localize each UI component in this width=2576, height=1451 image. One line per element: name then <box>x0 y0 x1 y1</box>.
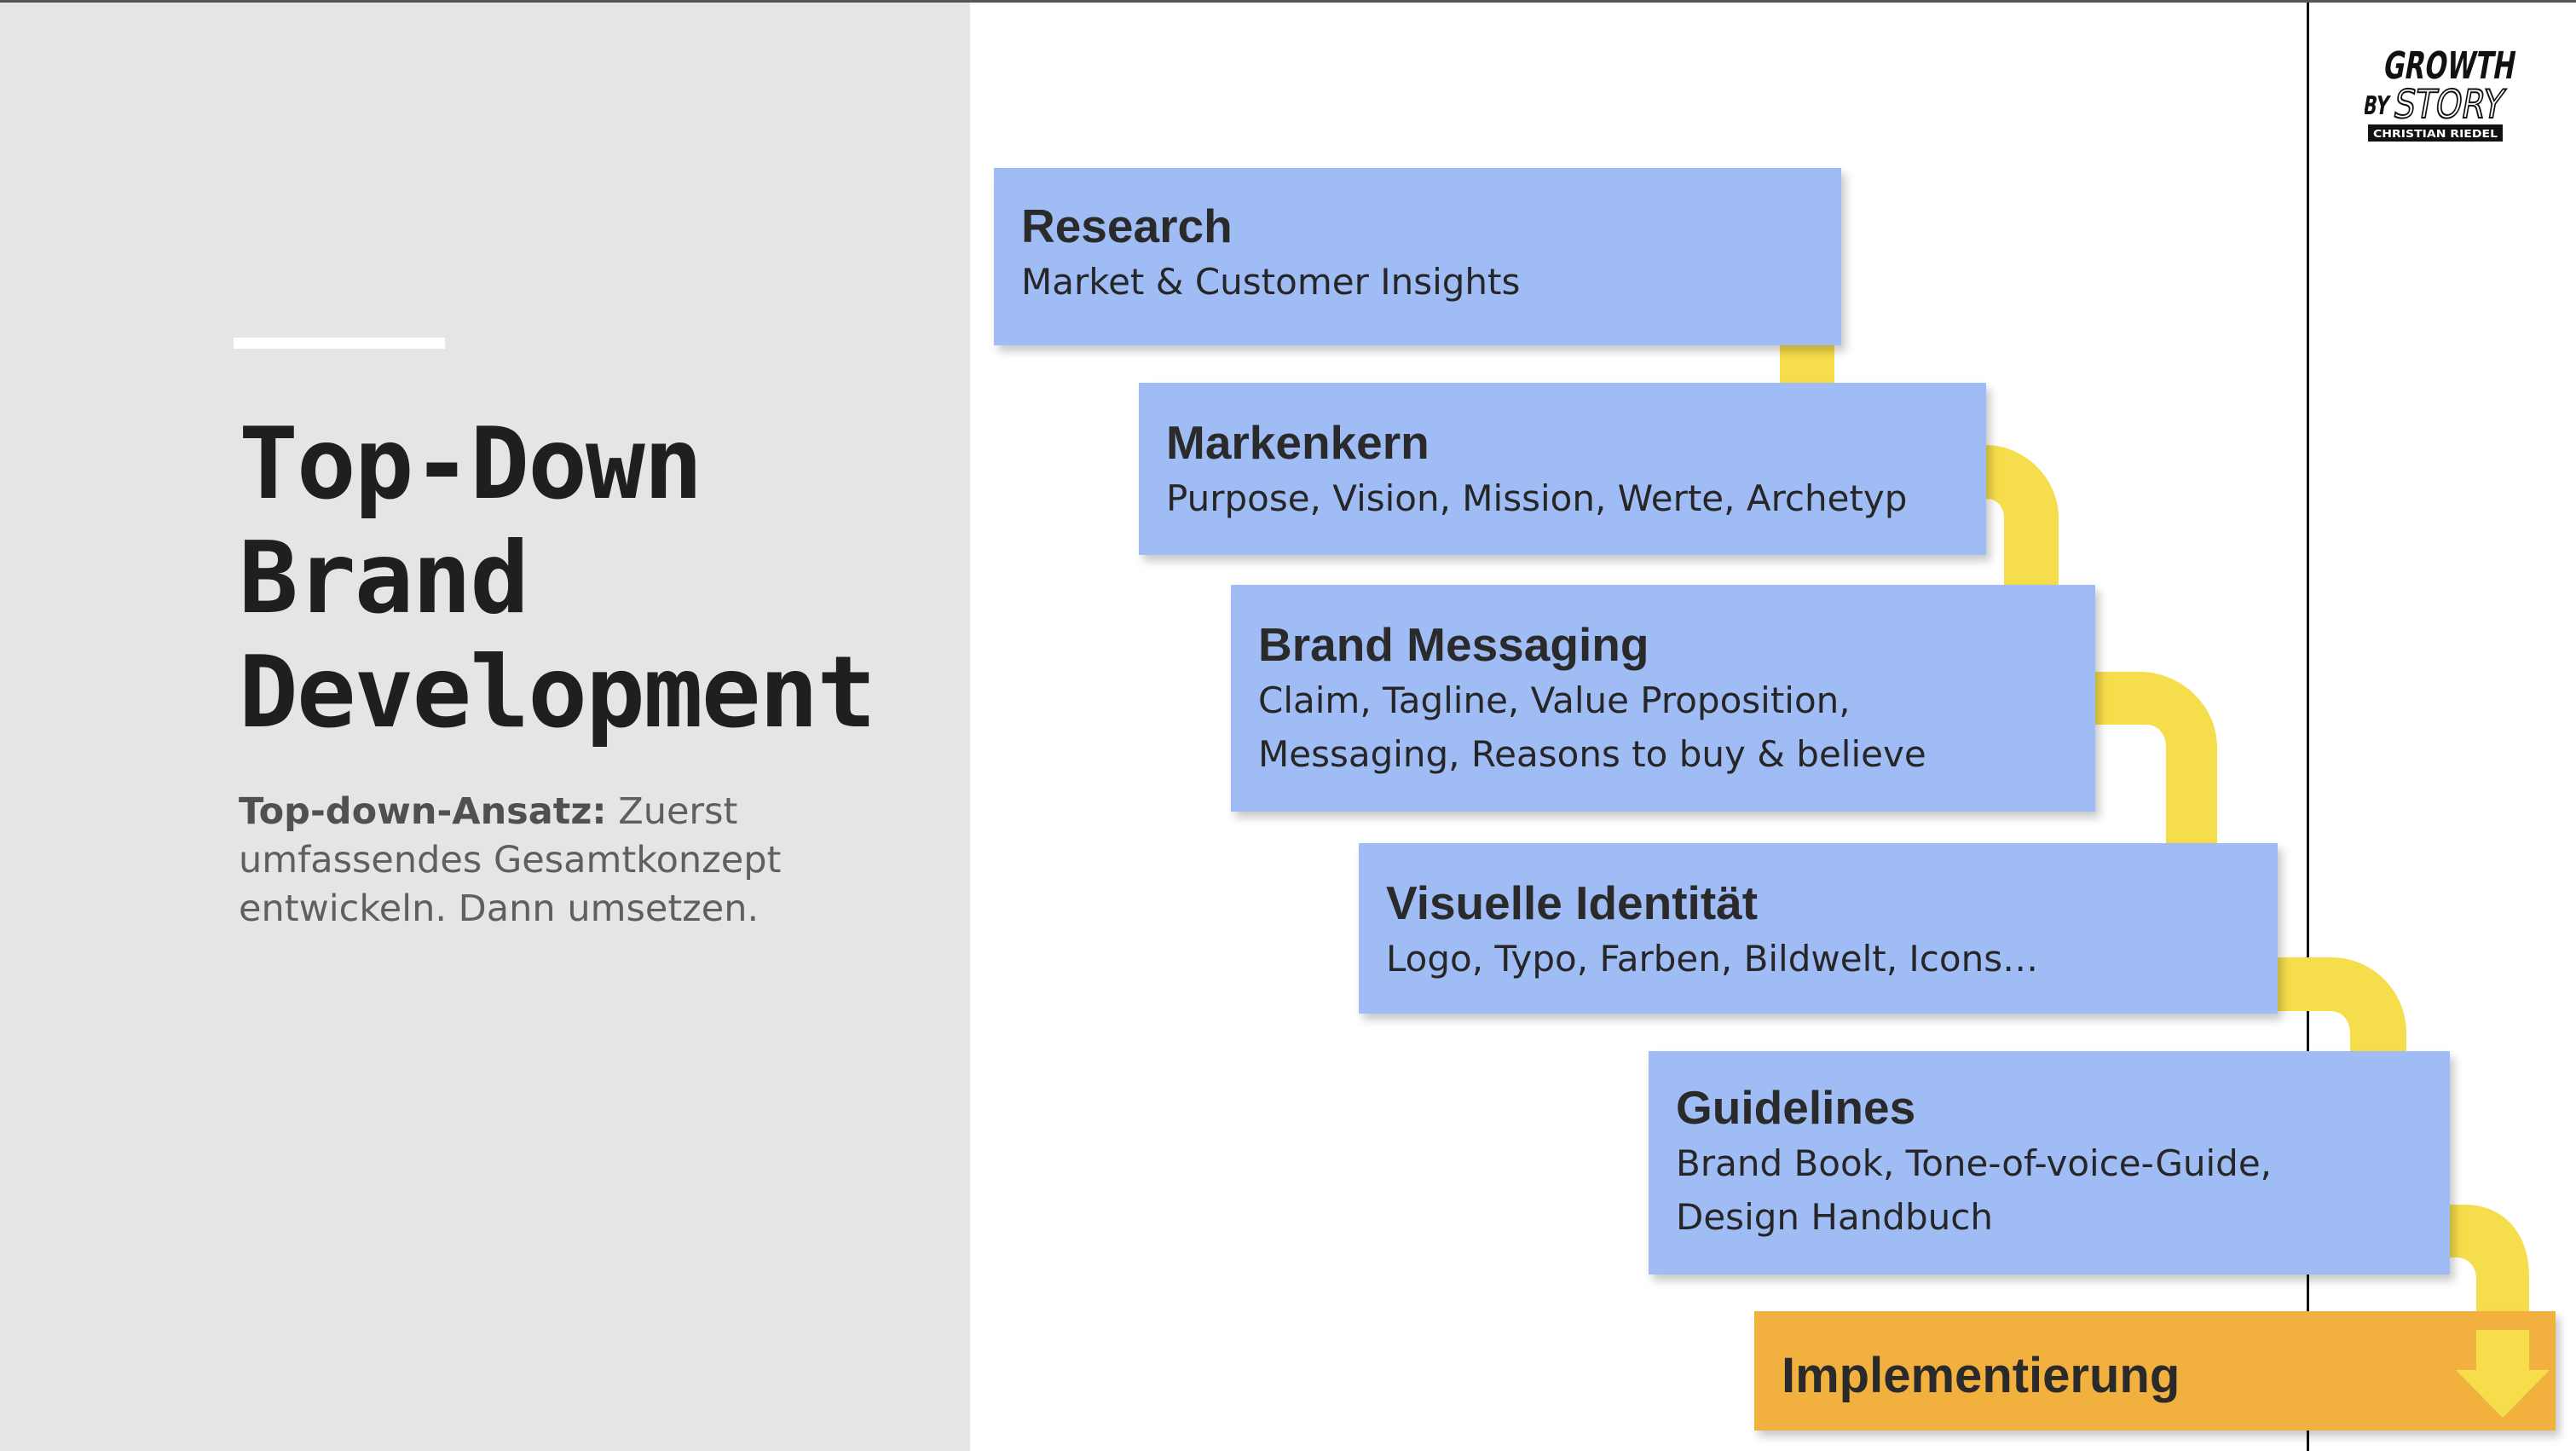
step-description: Brand Book, Tone-of-voice-Guide, Design … <box>1676 1142 2273 1238</box>
step-title: Guidelines <box>1676 1081 1916 1134</box>
vertical-divider <box>2307 3 2309 1451</box>
logo-line-1: GROWTH <box>2381 44 2520 88</box>
step-description: Claim, Tagline, Value Proposition, Messa… <box>1258 679 1926 775</box>
step-brand-messaging: Brand Messaging Claim, Tagline, Value Pr… <box>1231 585 2095 812</box>
step-research: Research Market & Customer Insights <box>994 168 1841 345</box>
step-description: Logo, Typo, Farben, Bildwelt, Icons… <box>1386 938 2039 980</box>
logo-line-2-left: BY <box>2365 91 2393 121</box>
step-markenkern: Markenkern Purpose, Vision, Mission, Wer… <box>1139 383 1986 555</box>
intro-text: Top-down-Ansatz: Zuerst umfassendes Gesa… <box>239 788 887 934</box>
logo-tagline: CHRISTIAN RIEDEL <box>2373 128 2498 140</box>
title-line-2: Brand <box>239 521 529 636</box>
title-accent-bar <box>234 338 445 349</box>
step-visuelle-identitaet: Visuelle Identität Logo, Typo, Farben, B… <box>1359 843 2278 1014</box>
step-title: Visuelle Identität <box>1386 876 1759 929</box>
left-panel <box>0 3 970 1451</box>
page-title: Top-Down Brand Development <box>239 408 955 750</box>
step-title: Markenkern <box>1166 416 1430 469</box>
step-title: Implementierung <box>1782 1348 2180 1403</box>
intro-lead: Top-down-Ansatz: <box>239 790 607 833</box>
top-rule <box>0 0 2576 3</box>
step-title: Brand Messaging <box>1258 618 1649 671</box>
step-title: Research <box>1021 199 1233 252</box>
step-implementierung: Implementierung <box>1754 1311 2556 1431</box>
title-line-3: Development <box>239 635 876 750</box>
step-guidelines: Guidelines Brand Book, Tone-of-voice-Gui… <box>1649 1051 2450 1275</box>
logo-line-2-right: STORY <box>2390 81 2508 127</box>
title-line-1: Top-Down <box>239 407 703 522</box>
intro-body: Zuerst umfassendes Gesamtkonzept entwick… <box>239 790 782 930</box>
brand-logo: GROWTH BY STORY CHRISTIAN RIEDEL <box>2365 44 2520 142</box>
step-description: Purpose, Vision, Mission, Werte, Archety… <box>1166 477 1908 519</box>
step-description: Market & Customer Insights <box>1021 261 1521 303</box>
